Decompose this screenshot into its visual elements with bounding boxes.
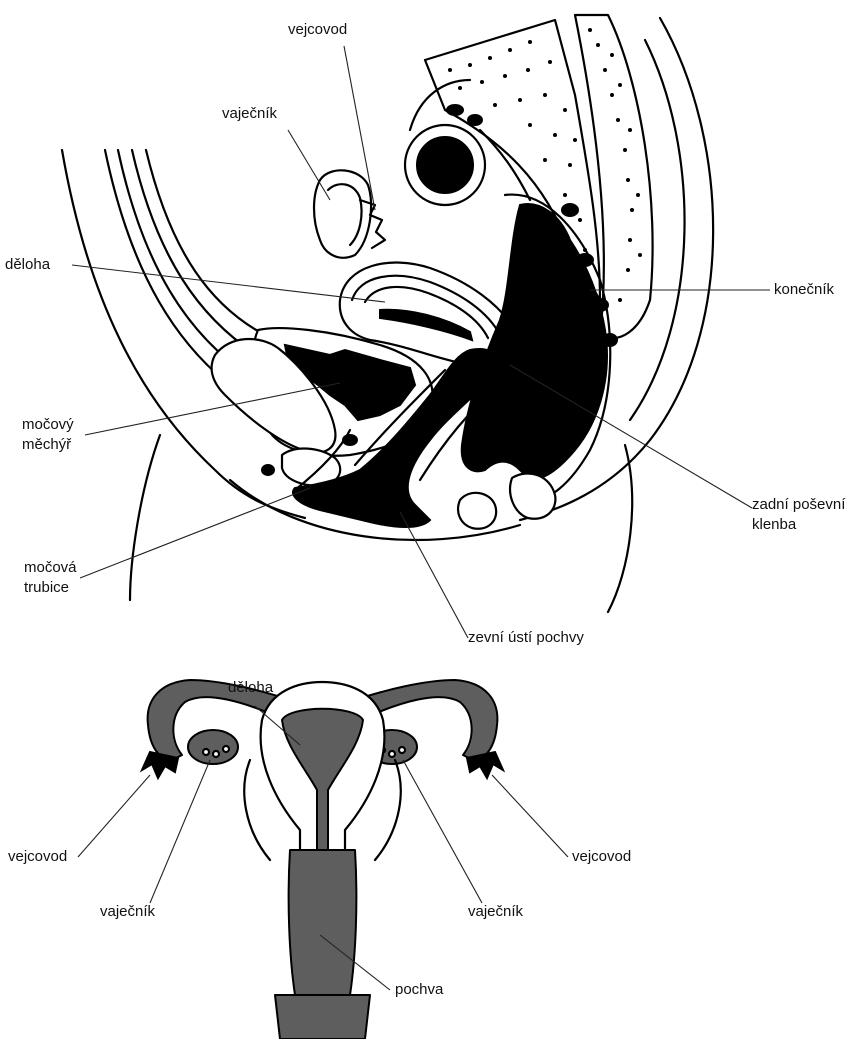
nodule-3 — [562, 204, 578, 216]
fimbria-right — [467, 752, 503, 778]
sagittal-view — [62, 15, 713, 612]
frontal-view — [142, 680, 503, 1039]
leader-frontal-vejcovod-right — [492, 775, 568, 857]
vagina-frontal — [289, 850, 357, 995]
label-konecnik: konečník — [774, 280, 834, 300]
leader-frontal-vajecnik-left — [150, 760, 210, 903]
nodule-4 — [577, 254, 593, 266]
nodule-6 — [603, 334, 617, 346]
vulva-frontal — [275, 995, 370, 1039]
broad-ligament-right — [375, 760, 401, 860]
leader-mocova-trubice — [80, 488, 310, 578]
nodule-7 — [343, 435, 357, 445]
label-vajecnik: vaječník — [222, 104, 277, 124]
fimbria-left — [142, 752, 178, 778]
label-zadni-posevni-klenba: zadní poševní klenba — [752, 495, 845, 535]
nodule-2 — [468, 115, 482, 125]
label-frontal-vejcovod-left: vejcovod — [8, 847, 67, 867]
label-zevni-usti-pochvy: zevní ústí pochvy — [468, 628, 584, 648]
label-vejcovod: vejcovod — [288, 20, 347, 40]
intestine-loop-lumen — [417, 137, 473, 193]
ovary-left — [188, 730, 238, 764]
label-frontal-vejcovod-right: vejcovod — [572, 847, 631, 867]
leader-vajecnik — [288, 130, 330, 200]
label-frontal-vajecnik-left: vaječník — [100, 902, 155, 922]
thigh-curve — [130, 435, 160, 600]
label-mocova-trubice: močová trubice — [24, 558, 77, 598]
label-frontal-deloha: děloha — [228, 678, 273, 698]
broad-ligament-left — [244, 760, 270, 860]
leader-deloha — [72, 265, 385, 302]
leader-zevni-usti-pochvy — [400, 512, 468, 638]
label-mocovy-mechyr: močový měchýř — [22, 415, 74, 455]
label-frontal-pochva: pochva — [395, 980, 443, 1000]
label-deloha: děloha — [5, 255, 50, 275]
nodule-8 — [262, 465, 274, 475]
anus-left — [458, 493, 496, 529]
leader-frontal-vejcovod-left — [78, 775, 150, 857]
anus-right — [510, 473, 555, 518]
label-frontal-vajecnik-right: vaječník — [468, 902, 523, 922]
nodule-5 — [592, 299, 608, 311]
leader-frontal-vajecnik-right — [403, 760, 482, 903]
nodule-1 — [447, 105, 463, 115]
